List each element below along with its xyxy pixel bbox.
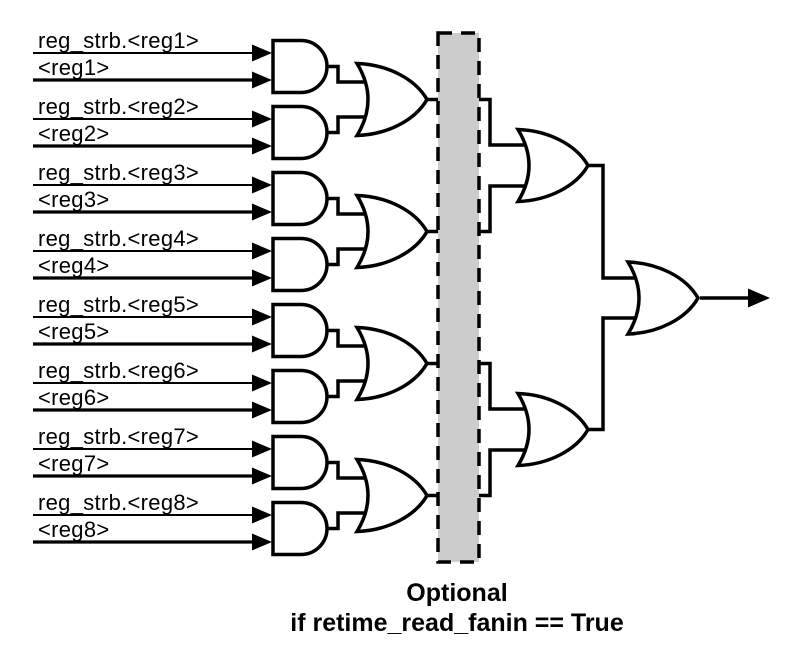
input-label-value-reg6: <reg6> bbox=[38, 385, 110, 410]
arrowhead-icon bbox=[252, 401, 272, 419]
optional-retime-stage-box bbox=[436, 31, 481, 564]
input-label-strobe-reg1: reg_strb.<reg1> bbox=[38, 28, 199, 53]
or-gate-level1-1 bbox=[355, 61, 429, 138]
wire-or6-to-final bbox=[586, 316, 650, 432]
or-gate-level1-4 bbox=[355, 457, 429, 534]
input-label-strobe-reg7: reg_strb.<reg7> bbox=[38, 424, 199, 449]
wire-and7-to-or4 bbox=[327, 460, 372, 480]
arrowhead-icon bbox=[252, 335, 272, 353]
or-gate-level1-2 bbox=[355, 193, 429, 270]
or-gate-level2-bottom bbox=[516, 391, 590, 468]
output-arrowhead-icon bbox=[748, 288, 770, 308]
input-label-value-reg7: <reg7> bbox=[38, 451, 110, 476]
input-label-strobe-reg4: reg_strb.<reg4> bbox=[38, 226, 199, 251]
arrowhead-icon bbox=[252, 176, 272, 194]
and-gate-1 bbox=[271, 38, 329, 95]
arrowhead-icon bbox=[252, 137, 272, 155]
input-pair-reg6: reg_strb.<reg6> <reg6> bbox=[33, 358, 272, 419]
and-gate-8 bbox=[271, 500, 329, 557]
input-label-strobe-reg8: reg_strb.<reg8> bbox=[38, 490, 199, 515]
input-label-value-reg1: <reg1> bbox=[38, 55, 110, 80]
wire-and4-to-or2 bbox=[327, 247, 372, 267]
and-gate-5 bbox=[271, 302, 329, 359]
input-label-strobe-reg3: reg_strb.<reg3> bbox=[38, 160, 199, 185]
arrowhead-icon bbox=[252, 44, 272, 62]
input-pair-reg2: reg_strb.<reg2> <reg2> bbox=[33, 94, 272, 155]
input-pair-reg8: reg_strb.<reg8> <reg8> bbox=[33, 490, 272, 551]
arrowhead-icon bbox=[252, 308, 272, 326]
wire-and6-to-or3 bbox=[327, 379, 372, 399]
arrowhead-icon bbox=[252, 242, 272, 260]
input-pair-reg4: reg_strb.<reg4> <reg4> bbox=[33, 226, 272, 287]
and-gate-6 bbox=[271, 368, 329, 425]
caption-line2: if retime_read_fanin == True bbox=[290, 609, 624, 637]
arrowhead-icon bbox=[252, 506, 272, 524]
wire-and8-to-or4 bbox=[327, 511, 372, 531]
input-pair-reg7: reg_strb.<reg7> <reg7> bbox=[33, 424, 272, 485]
wire-and5-to-or3 bbox=[327, 328, 372, 348]
wire-and3-to-or2 bbox=[327, 196, 372, 216]
caption-line1: Optional bbox=[406, 579, 507, 607]
or-gate-level1-3 bbox=[355, 325, 429, 402]
input-pair-reg1: reg_strb.<reg1> <reg1> bbox=[33, 28, 272, 89]
arrowhead-icon bbox=[252, 440, 272, 458]
and-gate-7 bbox=[271, 434, 329, 491]
or-gate-level2-top bbox=[516, 127, 590, 204]
arrowhead-icon bbox=[252, 110, 272, 128]
arrowhead-icon bbox=[252, 533, 272, 551]
or-gate-final bbox=[626, 260, 700, 336]
and-gate-4 bbox=[271, 236, 329, 293]
and-gate-2 bbox=[271, 104, 329, 161]
input-label-value-reg3: <reg3> bbox=[38, 187, 110, 212]
arrowhead-icon bbox=[252, 269, 272, 287]
wire-and2-to-or1 bbox=[327, 115, 372, 135]
input-pair-reg3: reg_strb.<reg3> <reg3> bbox=[33, 160, 272, 221]
arrowhead-icon bbox=[252, 71, 272, 89]
input-label-value-reg4: <reg4> bbox=[38, 253, 110, 278]
input-label-strobe-reg5: reg_strb.<reg5> bbox=[38, 292, 199, 317]
arrowhead-icon bbox=[252, 467, 272, 485]
input-label-strobe-reg6: reg_strb.<reg6> bbox=[38, 358, 199, 383]
arrowhead-icon bbox=[252, 203, 272, 221]
and-gate-3 bbox=[271, 170, 329, 227]
wire-or5-to-final bbox=[586, 163, 650, 280]
input-pair-reg5: reg_strb.<reg5> <reg5> bbox=[33, 292, 272, 353]
input-label-value-reg2: <reg2> bbox=[38, 121, 110, 146]
arrowhead-icon bbox=[252, 374, 272, 392]
input-label-strobe-reg2: reg_strb.<reg2> bbox=[38, 94, 199, 119]
wire-and1-to-or1 bbox=[327, 64, 372, 84]
input-label-value-reg5: <reg5> bbox=[38, 319, 110, 344]
input-label-value-reg8: <reg8> bbox=[38, 517, 110, 542]
